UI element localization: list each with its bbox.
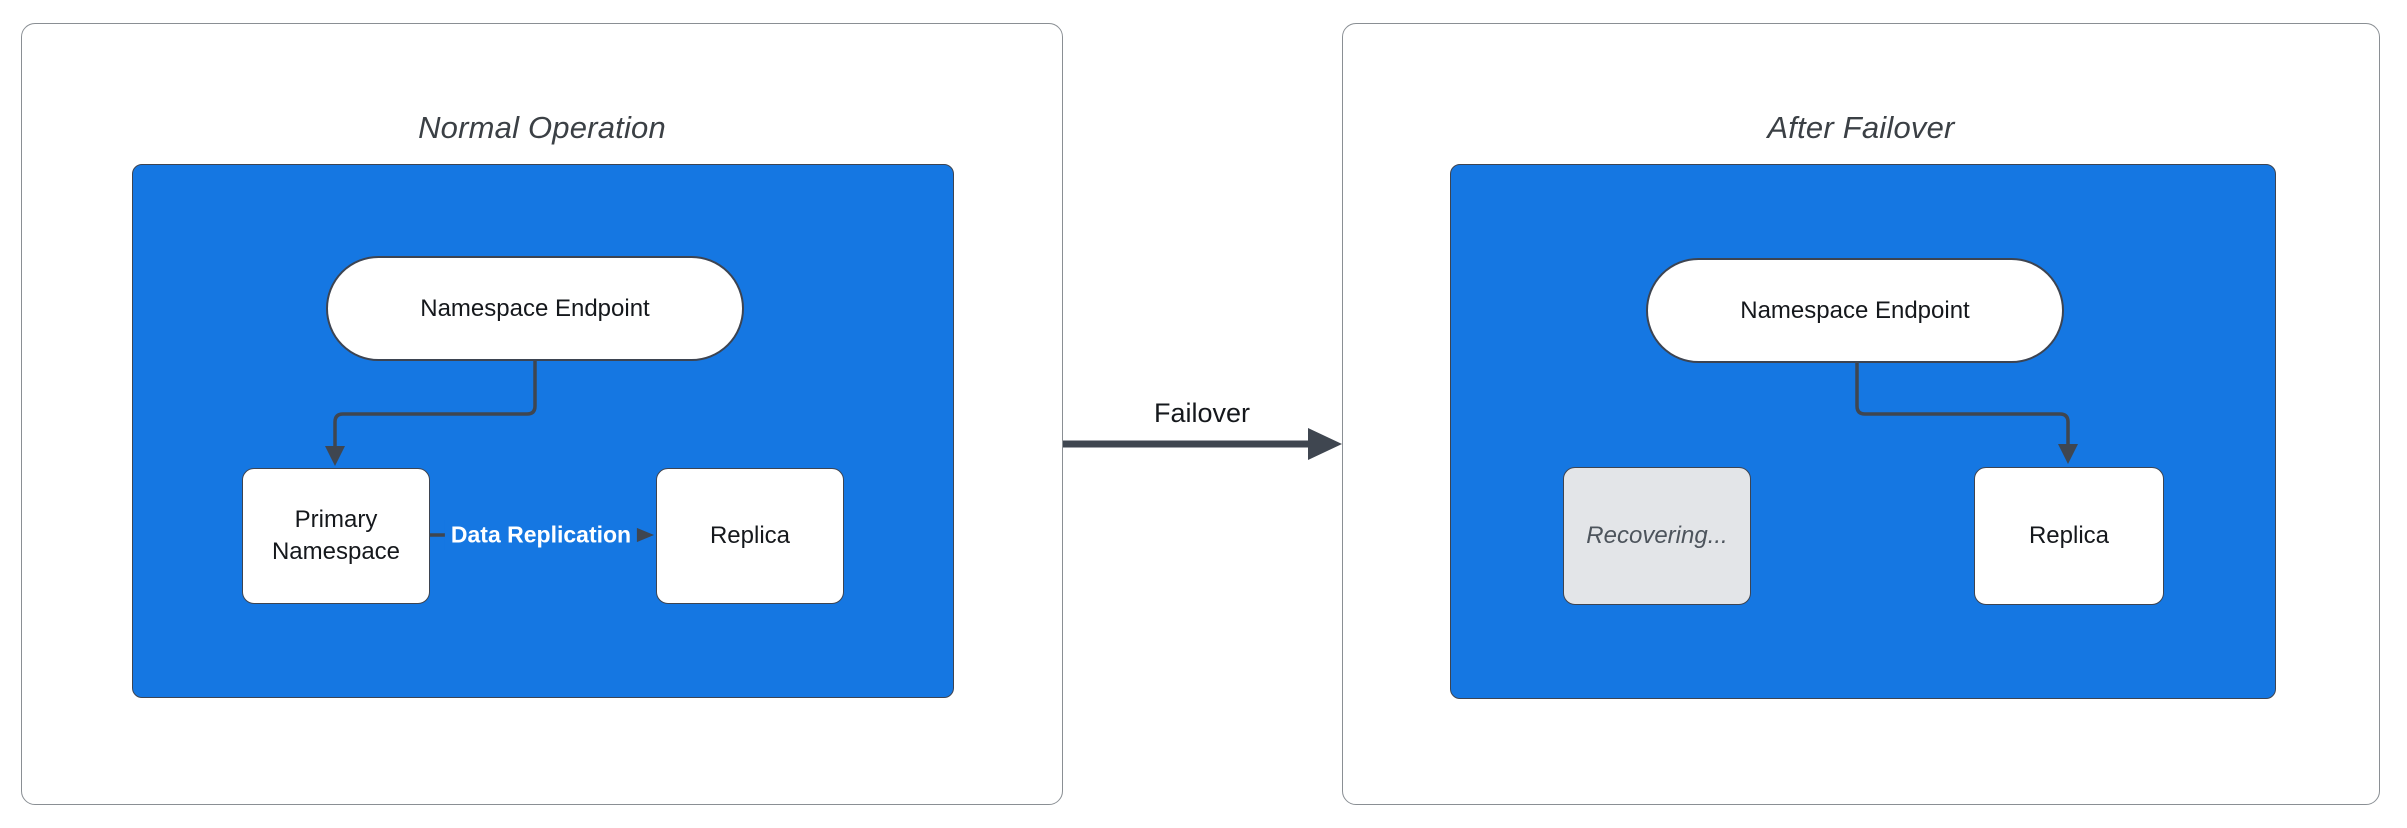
normal-operation-title: Normal Operation: [418, 110, 666, 145]
replica-node-left: Replica: [656, 468, 844, 604]
after-failover-panel: After Failover Namespace Endpoint Recove…: [1342, 23, 2380, 805]
after-failover-region: [1450, 164, 2276, 699]
data-replication-edge-label: Data Replication: [444, 519, 638, 551]
namespace-endpoint-node-left: Namespace Endpoint: [326, 256, 744, 361]
failover-arrowhead: [1308, 428, 1342, 460]
primary-namespace-label: Primary Namespace: [271, 505, 401, 565]
after-failover-title: After Failover: [1767, 110, 1955, 145]
primary-namespace-node: Primary Namespace: [242, 468, 430, 604]
failover-arrow-label: Failover: [1153, 398, 1251, 428]
normal-operation-panel: Normal Operation Namespace Endpoint Prim…: [21, 23, 1063, 805]
normal-operation-region: [132, 164, 954, 698]
recovering-label: Recovering...: [1586, 521, 1728, 549]
replica-label-left: Replica: [709, 521, 791, 549]
namespace-endpoint-label-right: Namespace Endpoint: [1740, 296, 1970, 324]
recovering-node: Recovering...: [1563, 467, 1751, 605]
replica-node-right: Replica: [1974, 467, 2164, 605]
namespace-endpoint-label-left: Namespace Endpoint: [420, 294, 650, 322]
replica-label-right: Replica: [2028, 521, 2110, 549]
namespace-endpoint-node-right: Namespace Endpoint: [1646, 258, 2064, 363]
